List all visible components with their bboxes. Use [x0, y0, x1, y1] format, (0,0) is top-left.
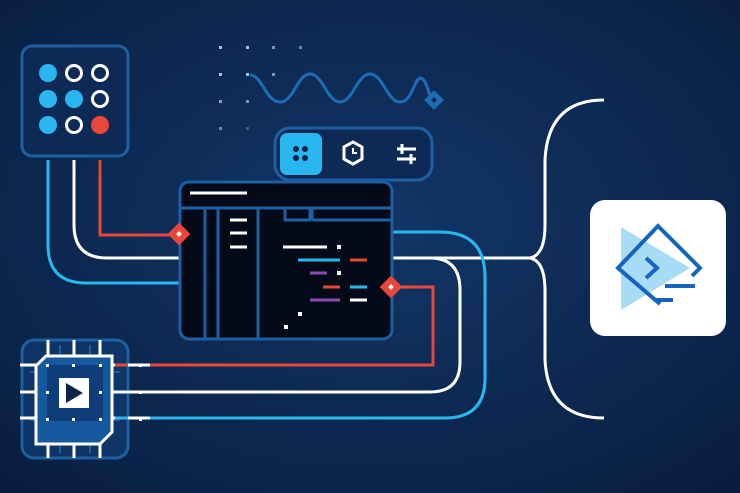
app-logo-card[interactable] — [590, 200, 726, 336]
apps-grid-button[interactable] — [280, 133, 322, 175]
code-lines — [230, 218, 367, 329]
chip-line-stubs — [115, 363, 128, 420]
clock-hexagon-button[interactable] — [342, 140, 364, 166]
toolbar — [273, 126, 434, 182]
white-line-keypad — [72, 160, 180, 260]
bracket — [529, 98, 605, 420]
code-editor-window — [178, 180, 394, 341]
signal-wave-icon — [249, 72, 434, 104]
dot-grid — [219, 46, 302, 130]
red-line-window-to-chip — [150, 285, 435, 367]
cyan-line-keypad — [46, 160, 180, 285]
connector-lines — [46, 98, 605, 420]
wave-end-diamond-icon — [424, 90, 444, 110]
sliders-button[interactable] — [397, 144, 416, 164]
code-play-logo-icon — [615, 223, 703, 310]
sliders-icon — [397, 144, 416, 164]
red-line-keypad — [98, 160, 178, 237]
tab-1[interactable] — [283, 206, 312, 222]
cyan-line-window-to-chip — [150, 230, 487, 420]
white-line-window-to-chip — [150, 256, 462, 394]
processor-chip-play-icon — [20, 338, 150, 460]
clock-hexagon-icon — [342, 140, 364, 166]
apps-grid-icon — [293, 146, 308, 161]
keypad-icon — [20, 44, 130, 158]
